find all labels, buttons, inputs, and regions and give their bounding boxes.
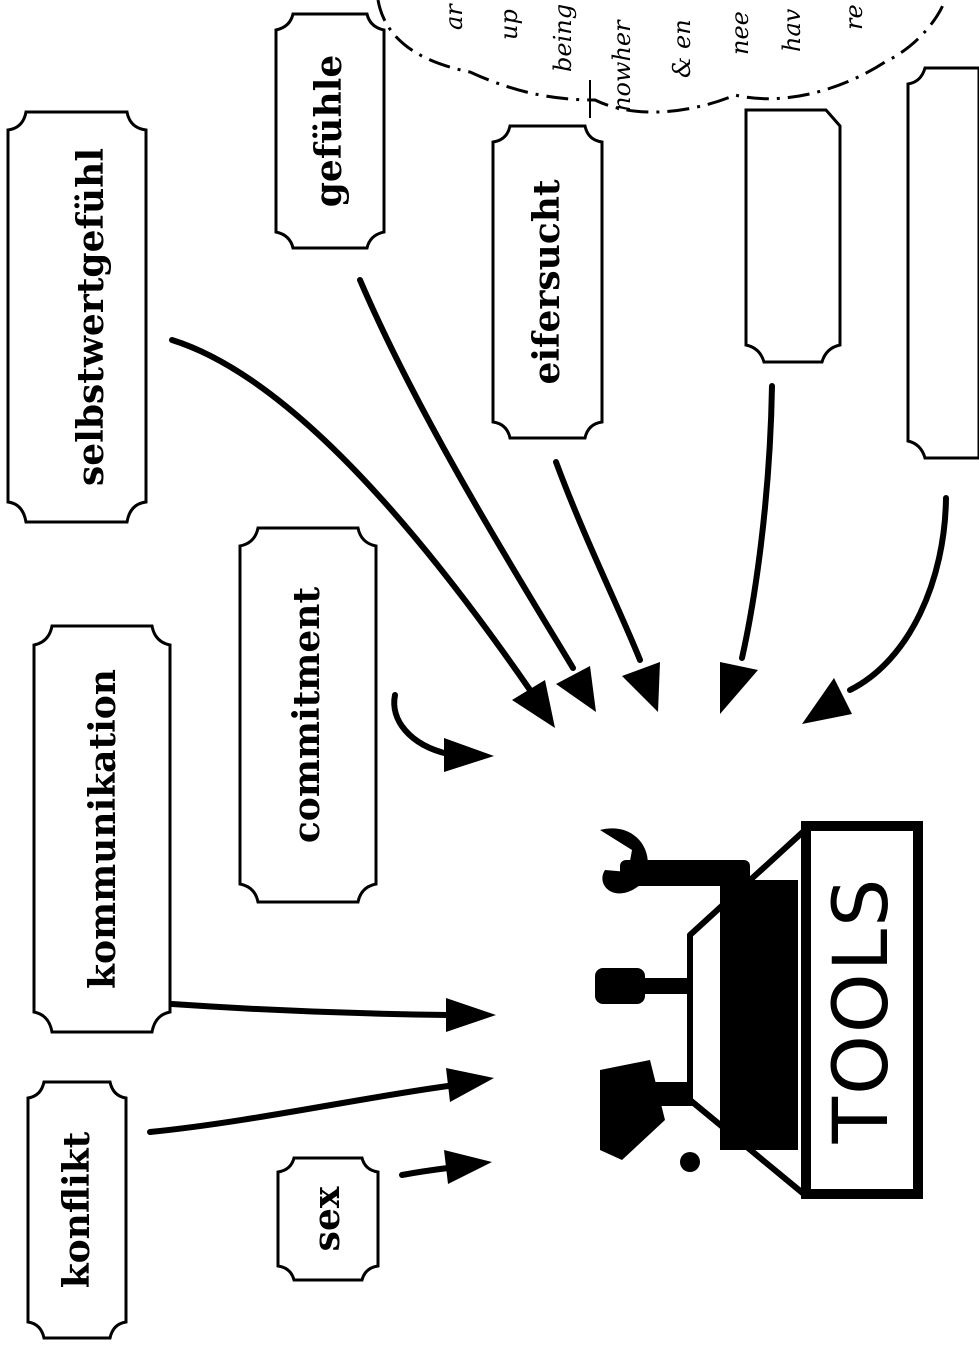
arrow-gefuehle (357, 277, 576, 671)
cloud-fragment: nee (726, 11, 754, 55)
label-konflikt: konflikt (56, 1131, 98, 1288)
label-kommunikation: kommunikation (82, 669, 124, 989)
cloud-fragment: being (549, 4, 577, 72)
label-gefuehle: gefühle (308, 55, 350, 208)
arrow-sex (399, 1165, 451, 1178)
label-selbstwertgefuehl: selbstwertgefühl (70, 148, 112, 486)
arrow-konflikt (147, 1083, 451, 1135)
box-kommunikation: kommunikation (32, 624, 172, 1034)
box-konflikt: konflikt (26, 1080, 128, 1340)
arrows (147, 277, 949, 1184)
label-sex: sex (306, 1186, 348, 1251)
cloud-fragment: & en (668, 19, 696, 78)
arrowhead (802, 678, 852, 724)
box-gefuehle: gefühle (274, 12, 386, 250)
thought-cloud: ar up being nowher & en nee hav re (376, 0, 947, 118)
toolbox-icon: TOOLS (595, 821, 923, 1199)
arrow-selbstwertgefuehl (169, 337, 533, 693)
label-eifersucht: eifersucht (526, 179, 568, 384)
arrowhead (446, 1068, 494, 1102)
wrench-icon (600, 828, 750, 894)
arrowhead (512, 680, 555, 728)
cloud-fragment: nowher (608, 19, 636, 112)
label-commitment: commitment (286, 587, 328, 844)
toolbox-side (720, 880, 798, 1150)
cloud-fragment: hav (778, 8, 806, 52)
box-empty-1 (744, 108, 842, 364)
toolbox-front (801, 821, 923, 1199)
arrow-empty-2 (847, 495, 949, 693)
cloud-fragment: re (840, 4, 868, 30)
arrow-kommunikation (169, 1001, 451, 1018)
arrow-empty-1 (739, 383, 775, 661)
cloud-fragment: up (495, 9, 523, 40)
arrowhead (556, 666, 596, 712)
toolbox-title: TOOLS (816, 877, 905, 1145)
box-selbstwertgefuehl: selbstwertgefühl (6, 110, 148, 524)
arrow-eifersucht (553, 459, 643, 663)
arrow-commitment (391, 692, 451, 757)
box-empty-2 (906, 66, 979, 460)
arrowhead (444, 738, 494, 772)
box-sex: sex (276, 1156, 380, 1282)
cloud-fragment: ar (440, 3, 468, 30)
arrowhead (444, 1150, 492, 1184)
box-eifersucht: eifersucht (491, 124, 604, 440)
arrowhead (720, 662, 758, 714)
arrowhead (446, 998, 496, 1032)
arrowhead (622, 662, 660, 712)
box-commitment: commitment (238, 526, 378, 904)
